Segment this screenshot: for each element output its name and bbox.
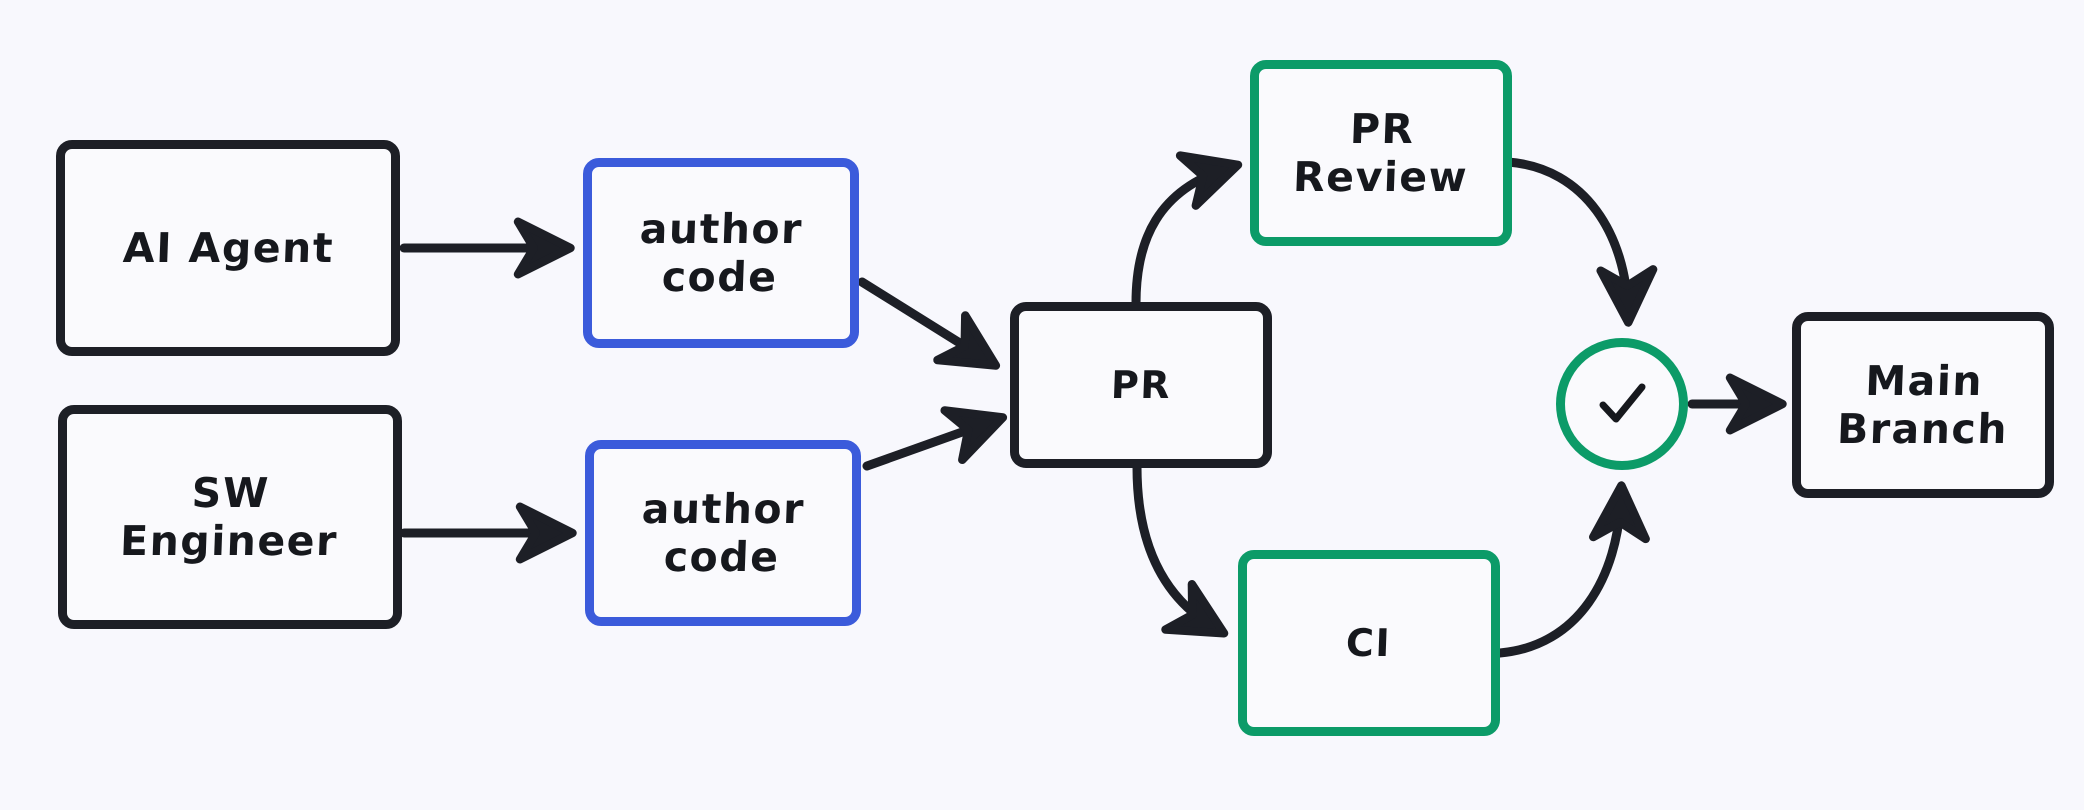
node-ci[interactable]: CI	[1238, 550, 1500, 736]
node-author-code-sw-engineer-label: author code	[641, 484, 807, 581]
node-author-code-ai-agent[interactable]: author code	[583, 158, 859, 348]
node-main-branch[interactable]: Main Branch	[1792, 312, 2054, 498]
edge-author-code-top-to-pr	[857, 277, 1001, 370]
node-pr-review[interactable]: PR Review	[1250, 60, 1512, 246]
node-sw-engineer[interactable]: SW Engineer	[58, 405, 402, 629]
edge-pr-to-ci	[1132, 462, 1229, 638]
node-ci-label: CI	[1345, 620, 1393, 665]
node-pr[interactable]: PR	[1010, 302, 1272, 468]
node-author-code-sw-engineer[interactable]: author code	[585, 440, 861, 626]
node-ai-agent[interactable]: AI Agent	[56, 140, 400, 356]
node-pr-label: PR	[1110, 362, 1172, 407]
edge-pr-to-pr-review	[1131, 151, 1243, 308]
edge-author-code-bottom-to-pr	[862, 406, 1008, 471]
node-approval-gate[interactable]	[1556, 338, 1688, 470]
node-ai-agent-label: AI Agent	[121, 223, 335, 272]
node-author-code-ai-agent-label: author code	[639, 204, 805, 301]
node-sw-engineer-label: SW Engineer	[119, 468, 339, 565]
node-pr-review-label: PR Review	[1291, 104, 1469, 201]
edge-pr-review-to-gate	[1503, 157, 1658, 327]
check-icon	[1599, 383, 1646, 423]
edge-ci-to-gate	[1495, 481, 1650, 658]
node-main-branch-label: Main Branch	[1835, 356, 2009, 453]
